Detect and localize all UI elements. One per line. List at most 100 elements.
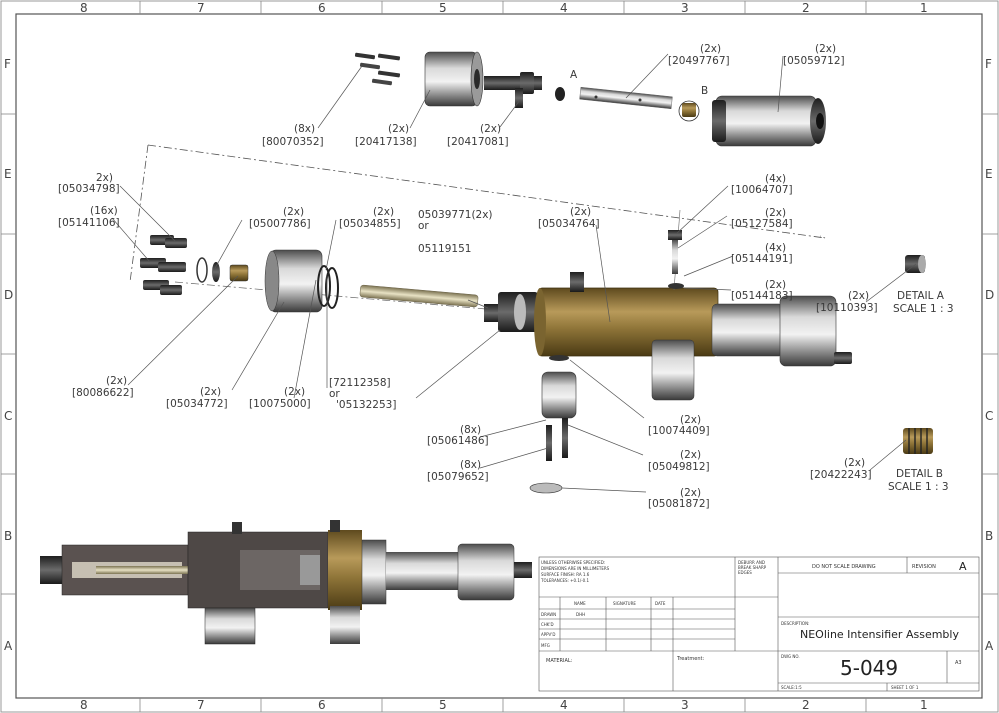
- detail-a-scale: SCALE 1 : 3: [893, 303, 954, 315]
- zone-col-4-bottom: 4: [560, 698, 568, 712]
- callout-18-part: [10074409]: [648, 425, 710, 437]
- callout-16-part: [05034772]: [166, 398, 228, 410]
- bolts-part: [140, 235, 187, 295]
- tb-deburr-2: EDGES: [738, 570, 752, 575]
- callout-18-qty: (2x): [680, 414, 701, 426]
- callout-17-qty: (2x): [284, 386, 305, 398]
- callout-22-qty: (2x): [680, 487, 701, 499]
- end-cap-part: [424, 51, 484, 107]
- callout-3-qty: (2x): [700, 43, 721, 55]
- zone-col-7-bottom: 7: [197, 698, 205, 712]
- zone-col-5-bottom: 5: [439, 698, 447, 712]
- callout-20-part: [05049812]: [648, 461, 710, 473]
- callout-12-qty: (4x): [765, 242, 786, 254]
- zone-row-labels-left: F E D C B A: [4, 57, 13, 653]
- main-cylinder-part: [534, 272, 852, 401]
- callout-11-part: [05127584]: [731, 218, 793, 230]
- middle-row-parts: [140, 209, 852, 494]
- tb-note-3: TOLERANCES: +0.1/-0.1: [540, 578, 589, 583]
- zone-col-4: 4: [560, 1, 568, 15]
- tb-row-approved: APPV'D: [541, 632, 555, 637]
- callout-14-qty: (2x): [848, 290, 869, 302]
- zone-row-d-right: D: [985, 288, 994, 302]
- tb-revision: A: [959, 560, 967, 573]
- tb-size: A3: [955, 660, 962, 666]
- check-valve-part: [668, 209, 684, 291]
- tb-drawn-name: DHH: [576, 612, 585, 617]
- top-row-parts: [354, 51, 826, 147]
- zone-row-c: C: [4, 409, 12, 423]
- zone-col-8: 8: [80, 1, 88, 15]
- callout-14-part: [10110393]: [816, 302, 878, 314]
- leader-lines: [111, 53, 917, 493]
- callout-23-part: [20422243]: [810, 469, 872, 481]
- tb-revision-label: REVISION: [912, 564, 936, 570]
- section-view: [40, 520, 532, 645]
- tb-header-date: DATE: [655, 601, 666, 606]
- callout-7-part: [05007786]: [249, 218, 311, 230]
- callout-0-part: [80070352]: [262, 136, 324, 148]
- callout-16-qty: (2x): [200, 386, 221, 398]
- callout-10-part: [10064707]: [731, 184, 793, 196]
- callout-5-qty: 2x): [96, 172, 113, 184]
- zone-row-b: B: [4, 529, 12, 543]
- tb-treatment-label: Treatment:: [676, 656, 704, 662]
- zone-column-labels-bottom: 8 7 6 5 4 3 2 1: [80, 698, 928, 712]
- zone-col-3-bottom: 3: [681, 698, 689, 712]
- callout-2-qty: (2x): [480, 123, 501, 135]
- callout-17-part: [10075000]: [249, 398, 311, 410]
- callout-21-part: [05079652]: [427, 471, 489, 483]
- detail-b-title: DETAIL B: [896, 468, 943, 480]
- tb-no-scale: DO NOT SCALE DRAWING: [812, 564, 876, 570]
- callout-7-qty: (2x): [283, 206, 304, 218]
- callout-4-qty: (2x): [815, 43, 836, 55]
- detail-a-view: DETAIL A SCALE 1 : 3: [893, 255, 954, 315]
- callout-15-qty: (2x): [106, 375, 127, 387]
- tb-header-signature: SIGNATURE: [613, 601, 636, 606]
- alt-part-b2: '05132253]: [336, 399, 396, 411]
- tb-description: NEOline Intensifier Assembly: [800, 628, 959, 641]
- callout-3-part: [20497767]: [668, 55, 730, 67]
- zone-row-f-right: F: [985, 57, 992, 71]
- zone-row-e-right: E: [985, 167, 993, 181]
- title-block-text: UNLESS OTHERWISE SPECIFIED: DIMENSIONS A…: [540, 560, 967, 690]
- tb-row-mfg: MFG: [541, 643, 550, 648]
- callout-labels: (8x) [80070352] (2x) [20417138] (2x) [20…: [58, 43, 878, 510]
- callout-15-part: [80086622]: [72, 387, 134, 399]
- zone-row-e: E: [4, 167, 12, 181]
- callout-12-part: [05144191]: [731, 253, 793, 265]
- assembly-centerline: [129, 144, 826, 283]
- zone-col-3: 3: [681, 1, 689, 15]
- callout-0-qty: (8x): [294, 123, 315, 135]
- alt-part-a2: 05119151: [418, 243, 471, 255]
- alt-part-a1-or: or: [418, 220, 429, 232]
- callout-2-part: [20417081]: [447, 136, 509, 148]
- zone-col-6: 6: [318, 1, 326, 15]
- piston-part: [264, 249, 323, 313]
- detail-marker-a: A: [570, 69, 578, 81]
- callout-10-qty: (4x): [765, 173, 786, 185]
- tb-material-label: MATERIAL:: [546, 658, 573, 664]
- zone-row-a-right: A: [985, 639, 994, 653]
- zone-col-7: 7: [197, 1, 205, 15]
- tb-row-checked: CHK'D: [541, 622, 554, 627]
- zone-row-c-right: C: [985, 409, 993, 423]
- tb-note-1: DIMENSIONS ARE IN MILLIMETERS: [541, 566, 610, 571]
- zone-row-labels-right: F E D C B A: [985, 57, 994, 653]
- tb-deburr-1: BREAK SHARP: [738, 565, 767, 570]
- callout-1-qty: (2x): [388, 123, 409, 135]
- callout-20-qty: (2x): [680, 449, 701, 461]
- motor-cylinder-part: [712, 95, 826, 147]
- alt-part-b1: [72112358]: [329, 377, 391, 389]
- tb-scale: SCALE:1:5: [781, 685, 802, 690]
- tb-description-label: DESCRIPTION:: [781, 621, 809, 626]
- tb-header-name: NAME: [574, 601, 586, 606]
- zone-col-8-bottom: 8: [80, 698, 88, 712]
- zone-row-d: D: [4, 288, 13, 302]
- detail-b-scale: SCALE 1 : 3: [888, 481, 949, 493]
- valve-stack-part: [484, 292, 538, 332]
- callout-9-qty: (2x): [570, 206, 591, 218]
- callout-22-part: [05081872]: [648, 498, 710, 510]
- tb-row-drawn: DRAWN: [541, 612, 556, 617]
